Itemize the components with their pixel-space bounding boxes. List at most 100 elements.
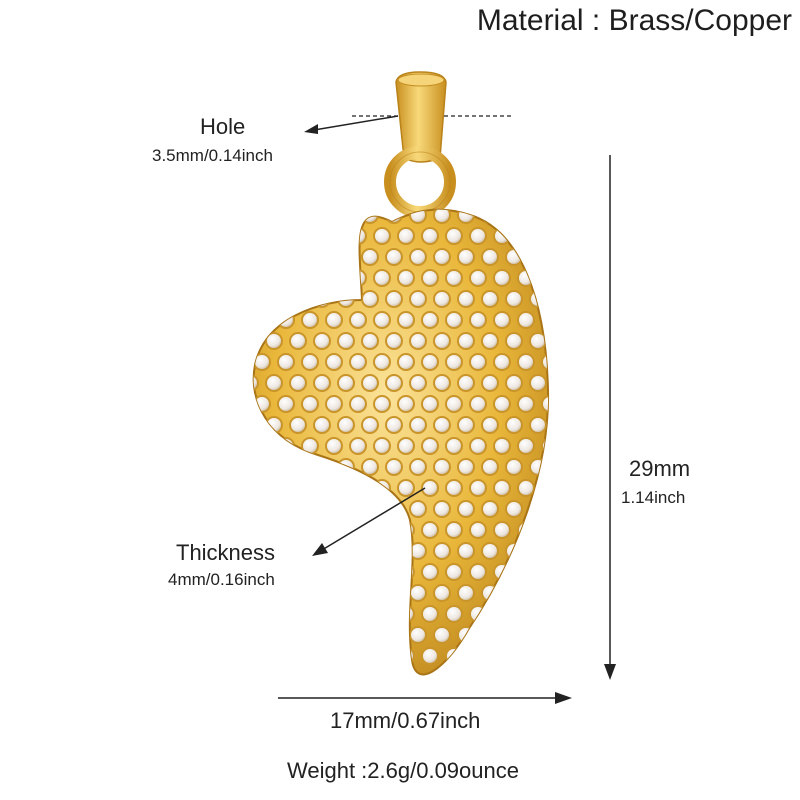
zircon-stone xyxy=(325,479,343,497)
zircon-stone xyxy=(505,374,523,392)
zircon-stone xyxy=(421,647,439,665)
zircon-stone xyxy=(493,227,511,245)
zircon-stone xyxy=(469,395,487,413)
zircon-stone xyxy=(505,584,523,602)
zircon-stone xyxy=(385,584,403,602)
zircon-stone xyxy=(397,479,415,497)
zircon-stone xyxy=(361,458,379,476)
zircon-stone xyxy=(481,416,499,434)
zircon-stone xyxy=(469,269,487,287)
zircon-stone xyxy=(277,395,295,413)
zircon-stone xyxy=(529,416,547,434)
zircon-stone xyxy=(253,521,271,539)
zircon-stone xyxy=(529,500,547,518)
zircon-stone xyxy=(481,290,499,308)
zircon-stone xyxy=(397,311,415,329)
zircon-stone xyxy=(373,437,391,455)
material-title: Material : Brass/Copper xyxy=(476,4,792,37)
zircon-stone xyxy=(517,437,535,455)
zircon-stone xyxy=(253,227,271,245)
thickness-size: 4mm/0.16inch xyxy=(168,570,275,589)
zircon-stone xyxy=(469,521,487,539)
zircon-stone xyxy=(409,416,427,434)
zircon-stone xyxy=(541,563,549,581)
zircon-stone xyxy=(409,500,427,518)
zircon-stone xyxy=(505,542,523,560)
zircon-stone xyxy=(253,437,271,455)
zircon-stone xyxy=(385,290,403,308)
zircon-stone xyxy=(325,227,343,245)
zircon-stone xyxy=(445,605,463,623)
zircon-stone xyxy=(361,584,379,602)
zircon-stone xyxy=(469,563,487,581)
zircon-stone xyxy=(265,290,283,308)
zircon-stone xyxy=(505,416,523,434)
zircon-stone xyxy=(337,458,355,476)
zircon-stone xyxy=(277,521,295,539)
zircon-stone xyxy=(253,647,271,665)
heart-pendant xyxy=(252,208,550,676)
zircon-stone xyxy=(313,626,331,644)
zircon-stone xyxy=(337,584,355,602)
zircon-stone xyxy=(421,353,439,371)
zircon-stone xyxy=(421,227,439,245)
zircon-stone xyxy=(277,227,295,245)
zircon-stone xyxy=(289,458,307,476)
zircon-stone xyxy=(493,269,511,287)
zircon-stone xyxy=(325,311,343,329)
zircon-stone xyxy=(445,479,463,497)
zircon-stone xyxy=(301,647,319,665)
zircon-stone xyxy=(253,500,259,518)
zircon-stone xyxy=(313,332,331,350)
zircon-stone xyxy=(445,437,463,455)
zircon-stone xyxy=(421,395,439,413)
zircon-stone xyxy=(337,290,355,308)
zircon-stone xyxy=(505,248,523,266)
zircon-stone xyxy=(469,647,487,665)
zircon-stone xyxy=(289,416,307,434)
zircon-stone xyxy=(409,374,427,392)
zircon-stone xyxy=(409,626,427,644)
zircon-stone xyxy=(349,353,367,371)
zircon-stone xyxy=(529,626,547,644)
zircon-stone xyxy=(541,479,549,497)
zircon-stone xyxy=(277,479,295,497)
zircon-stone xyxy=(289,374,307,392)
zircon-stone xyxy=(337,500,355,518)
zircon-stone xyxy=(313,416,331,434)
zircon-stone xyxy=(541,269,549,287)
zircon-stone xyxy=(277,563,295,581)
zircon-stone xyxy=(349,479,367,497)
zircon-stone xyxy=(361,332,379,350)
zircon-stone xyxy=(493,311,511,329)
zircon-stone xyxy=(433,584,451,602)
hole-indicator xyxy=(304,115,512,134)
zircon-stone xyxy=(253,626,259,644)
zircon-stone xyxy=(469,479,487,497)
zircon-stone xyxy=(385,374,403,392)
zircon-stone xyxy=(457,290,475,308)
zircon-stone xyxy=(385,248,403,266)
zircon-stone xyxy=(361,290,379,308)
zircon-stone xyxy=(481,458,499,476)
zircon-stone xyxy=(457,248,475,266)
zircon-stone xyxy=(541,605,549,623)
zircon-stone xyxy=(529,209,547,224)
zircon-stone xyxy=(265,332,283,350)
zircon-stone xyxy=(493,395,511,413)
zircon-stone xyxy=(253,311,271,329)
zircon-stone xyxy=(481,584,499,602)
zircon-stone xyxy=(493,605,511,623)
zircon-stone xyxy=(289,584,307,602)
zircon-stone xyxy=(421,437,439,455)
zircon-stone xyxy=(289,626,307,644)
zircon-stone xyxy=(397,353,415,371)
zircon-stone xyxy=(433,542,451,560)
zircon-stone xyxy=(505,458,523,476)
width-size: 17mm/0.67inch xyxy=(330,708,481,733)
zircon-stone xyxy=(337,248,355,266)
zircon-stone xyxy=(253,374,259,392)
zircon-stone xyxy=(313,209,331,224)
zircon-stone xyxy=(301,521,319,539)
zircon-stone xyxy=(529,542,547,560)
